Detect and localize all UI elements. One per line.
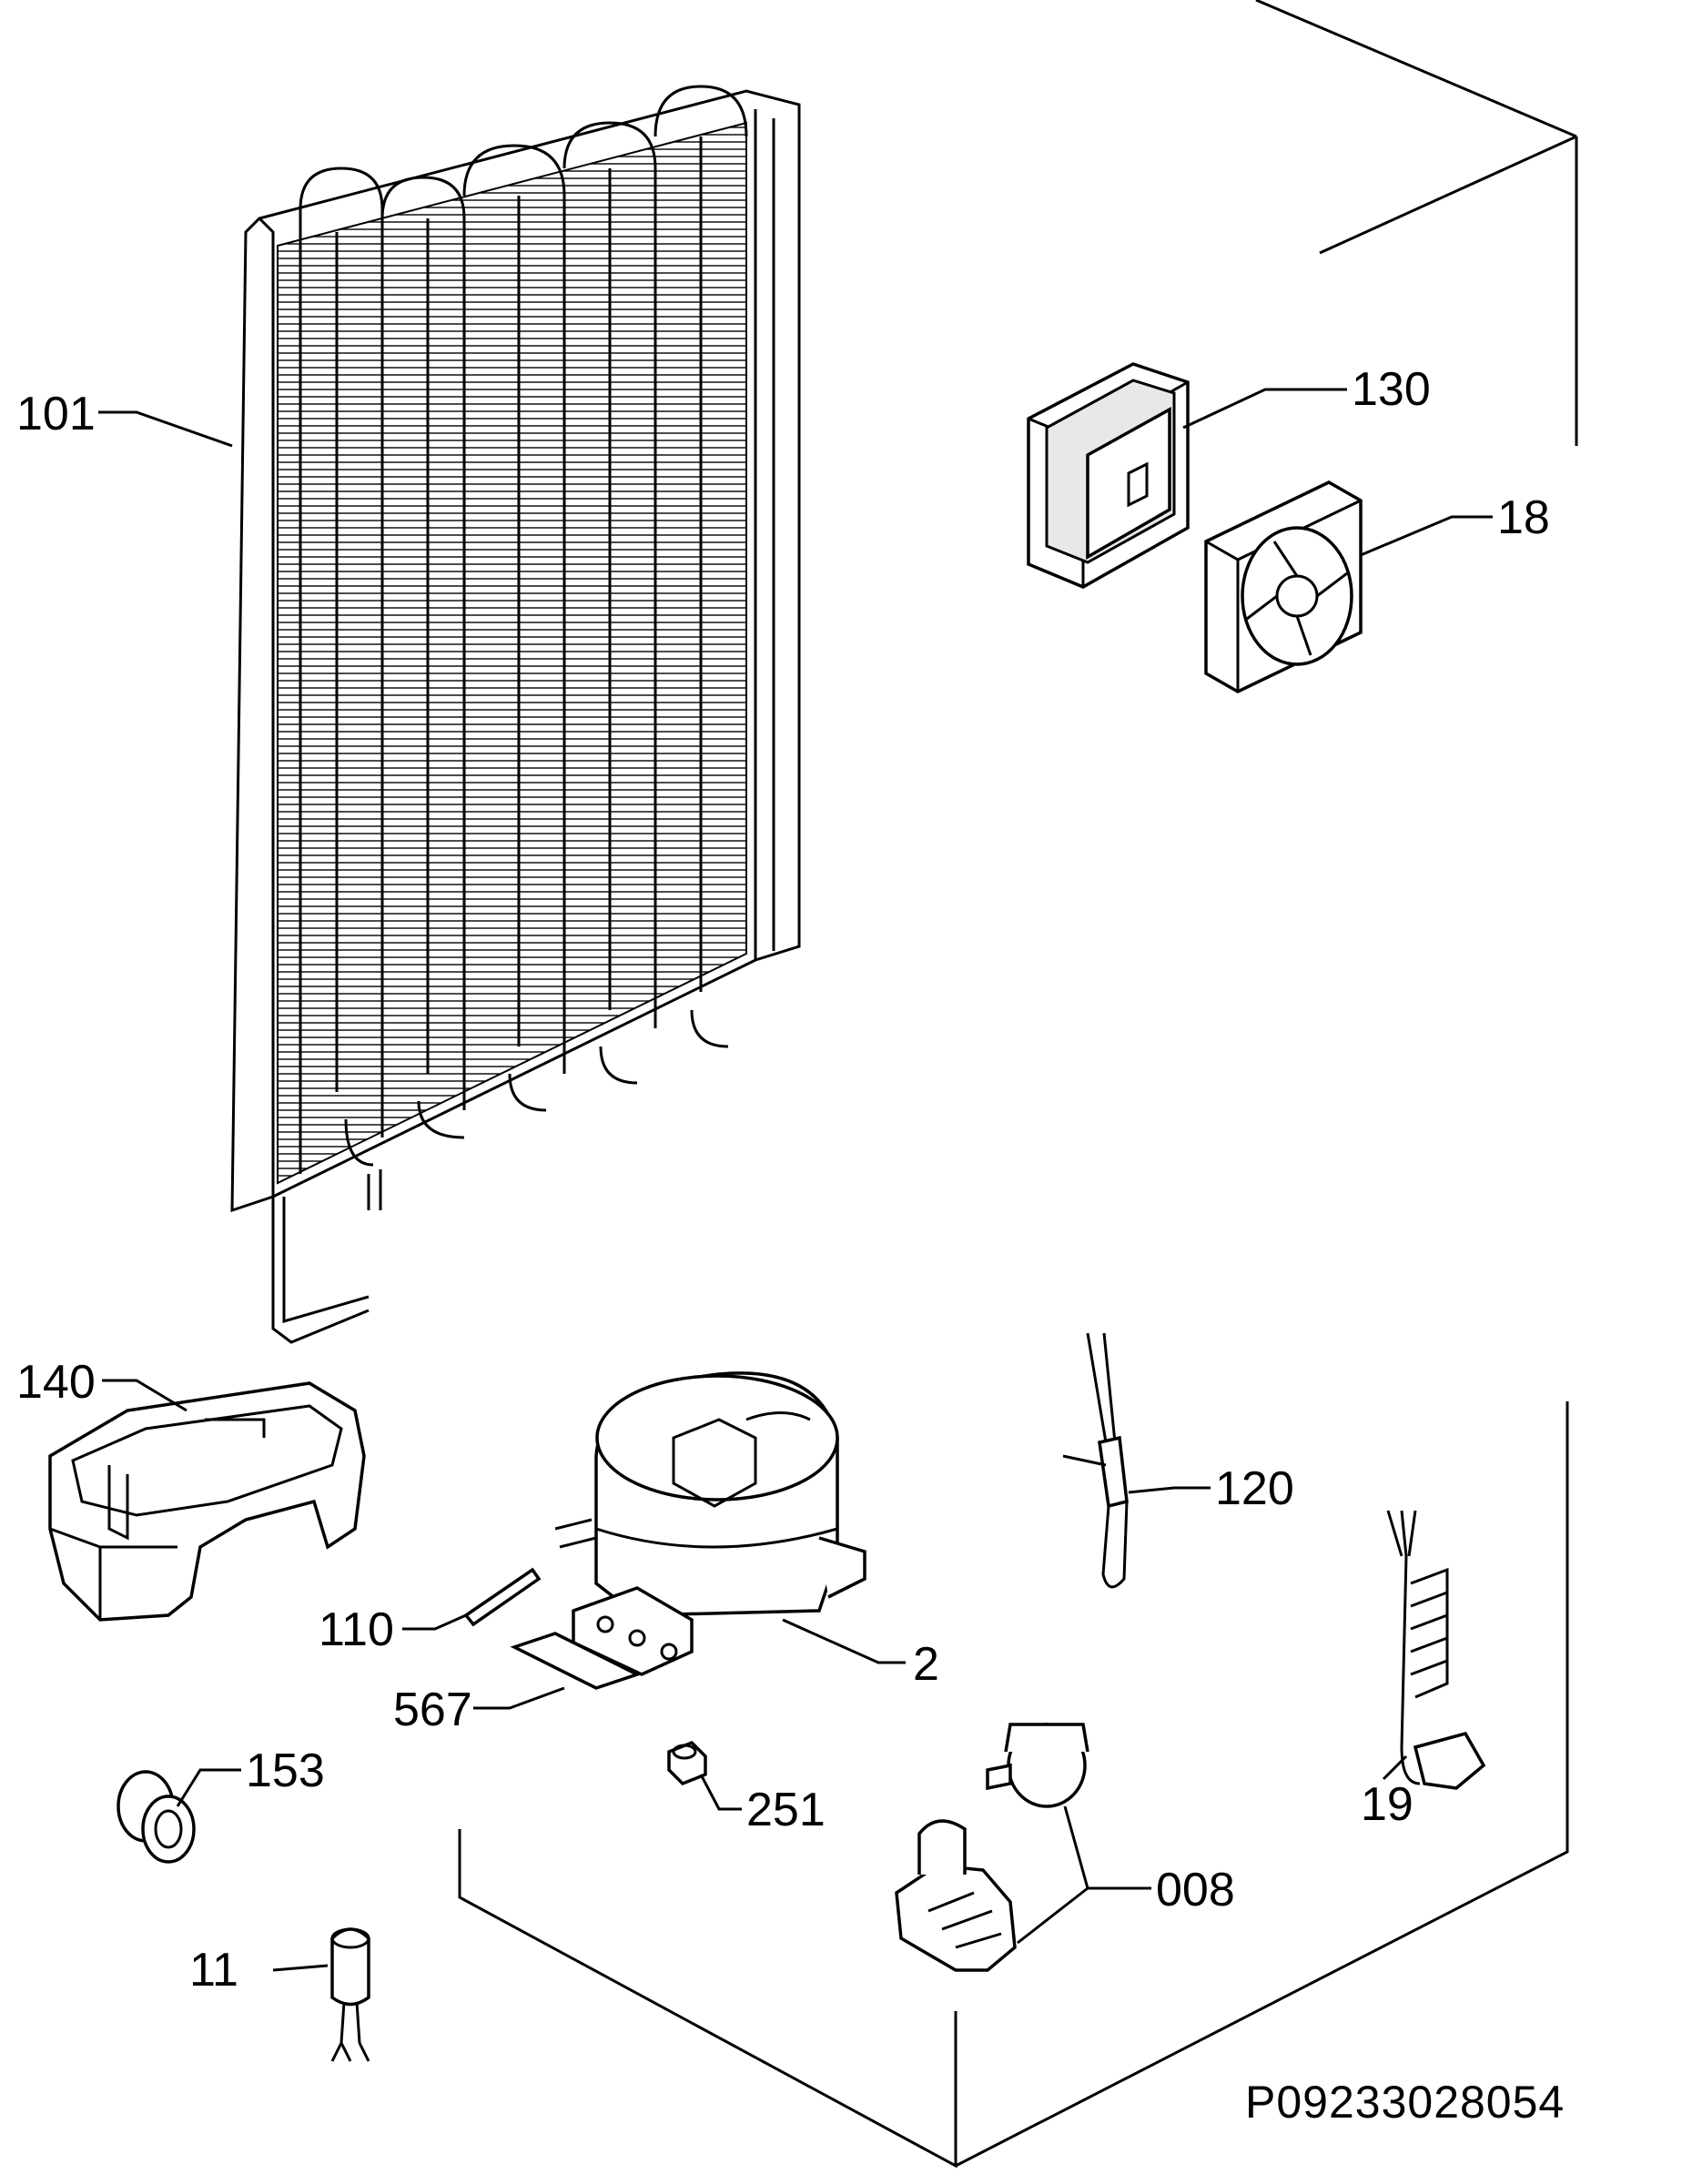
label-140: 140 bbox=[16, 1356, 96, 1409]
relay bbox=[895, 1723, 1089, 1972]
drip-tray bbox=[48, 1381, 366, 1622]
label-2: 2 bbox=[913, 1638, 939, 1691]
compressor bbox=[554, 1371, 866, 1676]
document-code: P09233028054 bbox=[1245, 2077, 1565, 2128]
base-outline bbox=[458, 1401, 1569, 2169]
label-153: 153 bbox=[246, 1744, 325, 1797]
condenser bbox=[230, 85, 801, 1344]
leader-lines bbox=[98, 388, 1493, 1972]
cabinet-outline bbox=[1255, 0, 1578, 446]
grommet bbox=[117, 1770, 196, 1864]
fan bbox=[1204, 480, 1363, 693]
label-008: 008 bbox=[1156, 1864, 1235, 1916]
nut bbox=[667, 1740, 707, 1786]
power-cord bbox=[1386, 1510, 1486, 1790]
dryer bbox=[330, 1927, 370, 2062]
part-labels: 101 130 18 140 2 110 567 120 19 153 251 … bbox=[16, 363, 1565, 2128]
label-120: 120 bbox=[1215, 1462, 1294, 1515]
label-130: 130 bbox=[1352, 363, 1431, 416]
pipe bbox=[463, 1567, 542, 1627]
label-18: 18 bbox=[1497, 491, 1550, 544]
sensor bbox=[1062, 1332, 1129, 1589]
label-567: 567 bbox=[393, 1684, 472, 1736]
label-110: 110 bbox=[319, 1603, 394, 1656]
label-251: 251 bbox=[746, 1784, 826, 1836]
label-101: 101 bbox=[16, 388, 96, 440]
fan-housing bbox=[1027, 362, 1190, 589]
mounting-plate bbox=[510, 1632, 642, 1690]
label-19: 19 bbox=[1361, 1778, 1413, 1831]
label-11: 11 bbox=[189, 1944, 238, 1997]
